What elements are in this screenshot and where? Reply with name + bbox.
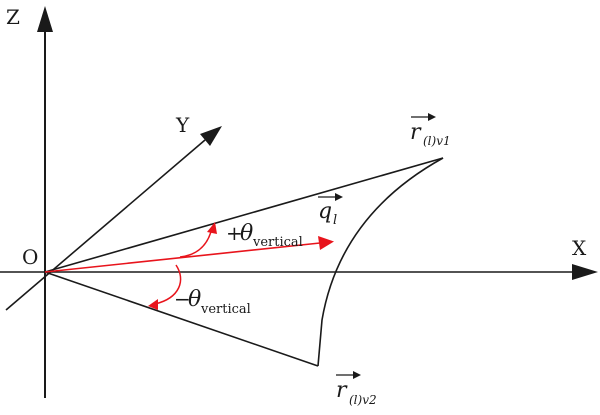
- q-overarrow-head: [335, 193, 343, 201]
- r2-overarrow-head: [353, 371, 361, 379]
- vector-r1-line: [44, 157, 444, 273]
- q-sub: l: [333, 213, 337, 228]
- vector-q-line: [44, 242, 321, 273]
- z-axis-label: Z: [6, 5, 20, 29]
- y-axis: [5, 139, 206, 311]
- vector-r2-line: [44, 271, 319, 367]
- r1-overarrow-head: [428, 113, 436, 121]
- r1-sub: (l)v1: [423, 134, 451, 148]
- angle-neg-arrowhead: [148, 299, 158, 310]
- vector-q-arrowhead: [318, 236, 334, 250]
- r2-sub: (l)v2: [349, 393, 377, 407]
- r2-base: r: [336, 378, 348, 403]
- theta-neg-sub: vertical: [200, 302, 251, 317]
- label-theta-pos: + θ vertical: [226, 221, 303, 250]
- label-r2: r (l)v2: [336, 378, 377, 407]
- label-q: q l: [318, 199, 337, 228]
- boundary-curve: [317, 157, 444, 367]
- theta-pos-sub: vertical: [252, 235, 303, 250]
- x-axis-label: X: [572, 236, 587, 260]
- y-axis-label: Y: [175, 113, 190, 137]
- label-r1: r (l)v1: [410, 120, 451, 148]
- theta-pos-symbol: θ: [240, 221, 253, 246]
- theta-neg-prefix: −: [174, 287, 191, 311]
- theta-neg-symbol: θ: [188, 287, 201, 312]
- origin-label: O: [22, 245, 38, 269]
- angle-neg-arc: [154, 264, 182, 305]
- theta-pos-prefix: +: [226, 221, 243, 245]
- y-axis-arrowhead: [200, 126, 222, 146]
- label-theta-neg: − θ vertical: [174, 287, 251, 317]
- q-base: q: [318, 199, 332, 224]
- x-axis-arrowhead: [572, 264, 598, 280]
- angle-pos-arrowhead: [207, 222, 217, 234]
- r1-base: r: [410, 120, 422, 145]
- z-axis-arrowhead: [37, 6, 53, 32]
